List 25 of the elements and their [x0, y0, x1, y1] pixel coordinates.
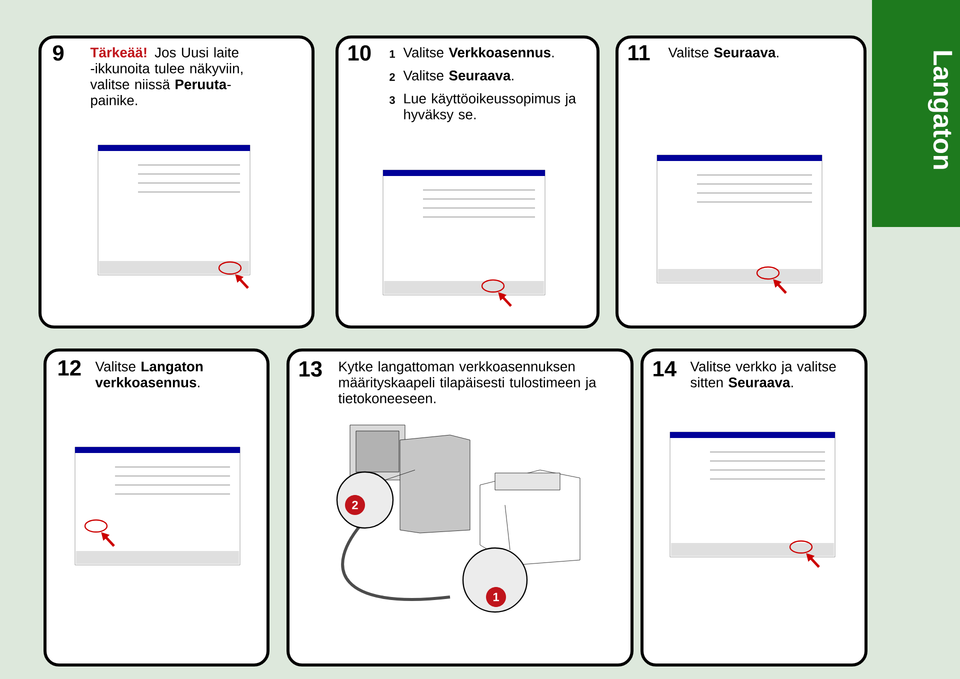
step-number: 11 — [628, 45, 650, 60]
side-tab: Langaton — [872, 0, 960, 227]
node-label: Tärkeää! — [90, 47, 146, 58]
instruction-text: Valitse Seuraava. — [403, 70, 514, 80]
step-number: 10 — [348, 45, 371, 61]
step-number: 14 — [654, 361, 676, 376]
callout-number: 2 — [345, 495, 365, 515]
instruction-text: Tärkeää! Jos Uusi laite -ikkunoita tulee näkyviin, valitse niissä Peruuta-painike. — [90, 47, 242, 108]
node-label: painike. — [91, 95, 138, 108]
list-number: 3 — [389, 96, 395, 104]
instruction-text: Valitse Seuraava. — [668, 47, 778, 58]
list-number: 1 — [390, 50, 395, 58]
callout-number: 1 — [486, 587, 506, 607]
step-number: 12 — [58, 360, 81, 376]
node-label: valitse niissä Peruuta- — [90, 79, 231, 90]
instruction-text: Valitse Langaton verkkoasennus. — [95, 361, 203, 388]
list-number: 2 — [390, 73, 395, 81]
node-label: -ikkunoita tulee näkyviin, — [90, 63, 242, 76]
node-label: Jos Uusi laite — [154, 47, 238, 58]
step-number: 9 — [52, 45, 64, 61]
instruction-text: Kytke langattoman verkkoasennuksen määrityskaapeli tilapäisesti tulostimeen ja tietokoneeseen. — [338, 361, 596, 404]
step-number: 13 — [300, 361, 322, 377]
instruction-text: Valitse verkko ja valitse sitten Seuraava. — [690, 361, 836, 388]
instruction-text: Valitse Verkkoasennus. — [403, 47, 554, 58]
instruction-text: Lue käyttöoikeussopimus ja hyväksy se. — [404, 93, 576, 122]
